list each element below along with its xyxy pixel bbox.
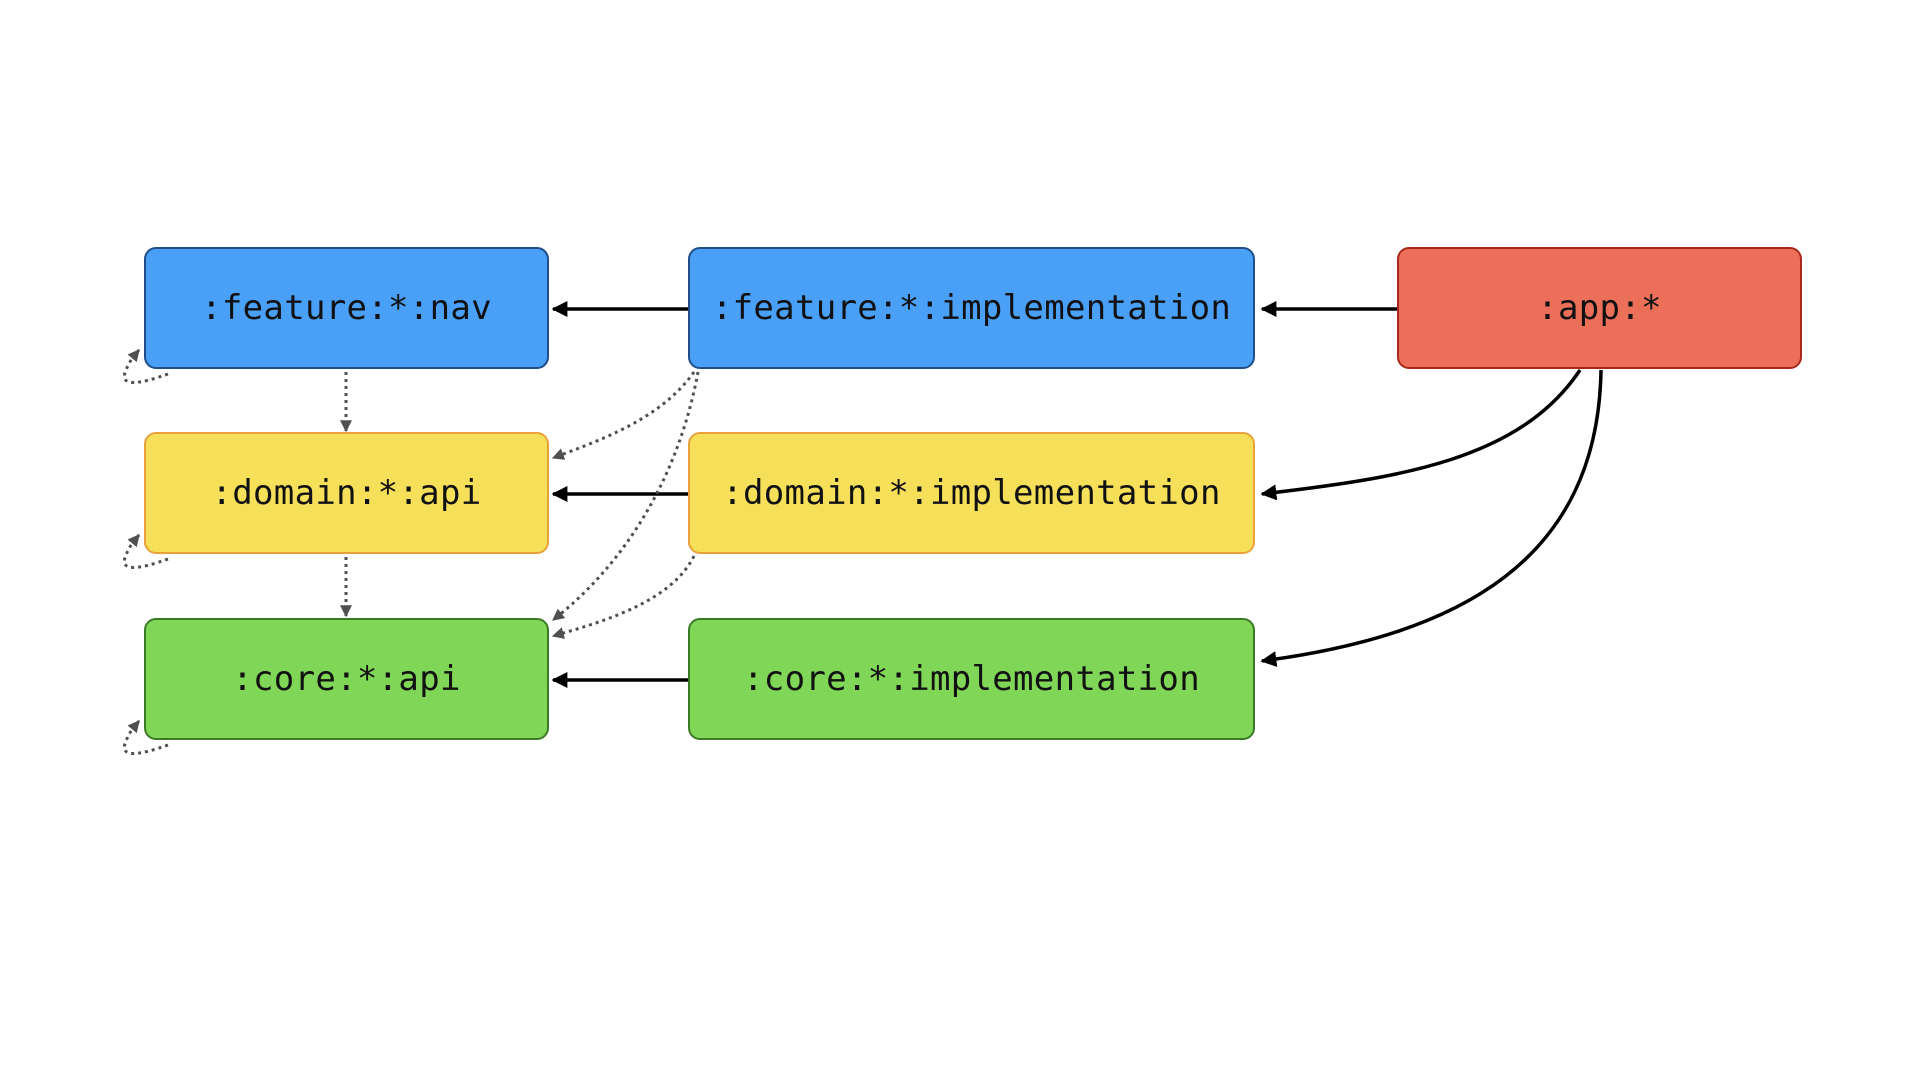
domain-api-node: :domain:*:api — [144, 432, 549, 554]
domain-api-label: :domain:*:api — [211, 473, 482, 513]
edge-domain-impl-to-core-api — [551, 555, 696, 639]
core-implementation-label: :core:*:implementation — [743, 659, 1200, 699]
domain-implementation-label: :domain:*:implementation — [722, 473, 1221, 513]
core-api-node: :core:*:api — [144, 618, 549, 740]
self-loop-feature-nav — [122, 349, 169, 384]
self-loop-domain-api — [122, 534, 169, 569]
edge-app-to-core-impl — [1260, 369, 1603, 668]
domain-implementation-node: :domain:*:implementation — [688, 432, 1255, 554]
feature-implementation-label: :feature:*:implementation — [711, 288, 1232, 328]
edge-feature-impl-to-core-api — [552, 371, 700, 622]
feature-nav-label: :feature:*:nav — [201, 288, 492, 328]
app-label: :app:* — [1537, 288, 1662, 328]
app-node: :app:* — [1397, 247, 1802, 369]
edge-feature-impl-to-domain-api — [551, 371, 696, 460]
feature-implementation-node: :feature:*:implementation — [688, 247, 1255, 369]
edge-app-to-domain-impl — [1260, 369, 1582, 501]
feature-nav-node: :feature:*:nav — [144, 247, 549, 369]
core-implementation-node: :core:*:implementation — [688, 618, 1255, 740]
self-loop-core-api — [122, 720, 169, 755]
core-api-label: :core:*:api — [232, 659, 461, 699]
